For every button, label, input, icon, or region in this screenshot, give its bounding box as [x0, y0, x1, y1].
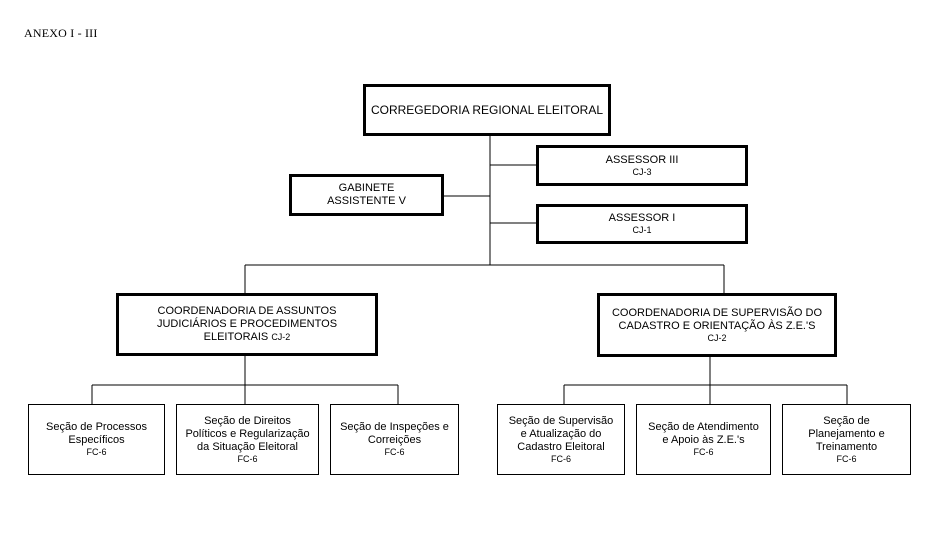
secao-direitos-name: Seção de Direitos Políticos e Regulariza…	[185, 414, 310, 453]
coordenadoria-cadastro-name: COORDENADORIA DE SUPERVISÃO DO CADASTRO …	[611, 306, 823, 332]
secao-processos-box: Seção de Processos Específicos FC-6	[28, 404, 165, 475]
coordenadoria-judiciarios-box: COORDENADORIA DE ASSUNTOS JUDICIÁRIOS E …	[116, 293, 378, 356]
secao-atendimento-box: Seção de Atendimento e Apoio às Z.E.'s F…	[636, 404, 771, 475]
coordenadoria-judiciarios-name: COORDENADORIA DE ASSUNTOS JUDICIÁRIOS E …	[156, 305, 338, 343]
secao-atendimento-name: Seção de Atendimento e Apoio às Z.E.'s	[648, 421, 759, 446]
secao-supervisao-box: Seção de Supervisão e Atualização do Cad…	[497, 404, 625, 475]
coordenadoria-cadastro-code: CJ-2	[707, 332, 727, 343]
secao-direitos-box: Seção de Direitos Políticos e Regulariza…	[176, 404, 319, 475]
assessor-iii-name: ASSESSOR III	[605, 153, 679, 166]
secao-supervisao-name: Seção de Supervisão e Atualização do Cad…	[508, 414, 614, 453]
secao-planejamento-name: Seção de Planejamento e Treinamento	[808, 414, 885, 453]
page-title: ANEXO I - III	[24, 26, 98, 40]
assessor-iii-code: CJ-3	[632, 166, 652, 177]
gabinete-box: GABINETE ASSISTENTE V	[289, 174, 444, 216]
assessor-iii-box: ASSESSOR III CJ-3	[536, 145, 748, 186]
assessor-i-name: ASSESSOR I	[608, 212, 676, 224]
gabinete-name: GABINETE ASSISTENTE V	[327, 182, 406, 207]
secao-atendimento-code: FC-6	[693, 447, 714, 457]
secao-processos-code: FC-6	[86, 447, 107, 457]
secao-planejamento-code: FC-6	[836, 453, 857, 464]
secao-inspecoes-name: Seção de Inspeções e Correições	[340, 421, 449, 446]
secao-inspecoes-box: Seção de Inspeções e Correições FC-6	[330, 404, 459, 475]
coordenadoria-judiciarios-code: CJ-2	[271, 332, 291, 342]
corregedoria-name: CORREGEDORIA REGIONAL ELEITORAL	[370, 102, 604, 117]
assessor-i-box: ASSESSOR I CJ-1	[536, 204, 748, 244]
coordenadoria-cadastro-box: COORDENADORIA DE SUPERVISÃO DO CADASTRO …	[597, 293, 837, 357]
secao-supervisao-code: FC-6	[551, 453, 571, 464]
secao-planejamento-box: Seção de Planejamento e Treinamento FC-6	[782, 404, 911, 475]
corregedoria-box: CORREGEDORIA REGIONAL ELEITORAL	[363, 84, 611, 136]
secao-processos-name: Seção de Processos Específicos	[46, 421, 147, 446]
assessor-i-code: CJ-1	[632, 225, 652, 235]
secao-direitos-code: FC-6	[237, 453, 258, 464]
secao-inspecoes-code: FC-6	[384, 447, 405, 457]
